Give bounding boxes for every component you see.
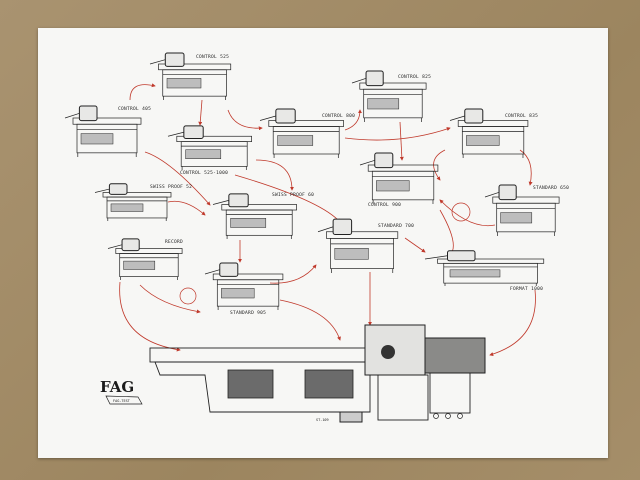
flow-arrow <box>344 127 451 141</box>
machine-label: FORMAT 1000 <box>510 286 543 292</box>
machine-label: STANDARD 700 <box>378 223 414 229</box>
flow-arrow <box>227 109 263 131</box>
machine-7: CONTROL 900 <box>359 152 439 208</box>
flow-arrow <box>269 264 317 284</box>
flow-arrow <box>489 289 536 356</box>
machine-2: CONTROL 405 <box>64 105 151 157</box>
logo-tag <box>105 395 143 405</box>
machine-label: CONTROL 800 <box>322 113 355 119</box>
machine-label: CONTROL 835 <box>505 113 538 119</box>
flow-arrow <box>519 149 533 186</box>
machine-3: CONTROL 525-1000 <box>167 125 252 176</box>
flow-arrow <box>404 237 426 253</box>
machine-12: STANDARD 905 <box>204 262 284 316</box>
arrow-loop <box>451 202 471 222</box>
model-number: ST-109 <box>316 418 329 422</box>
machine-label: RECORD <box>165 239 183 245</box>
flow-arrow <box>279 299 341 341</box>
logo-text: FAG <box>100 378 134 396</box>
flow-arrow <box>234 174 341 223</box>
arrows-layer <box>119 83 536 356</box>
machine-14: FORMAT 1000 <box>424 250 545 292</box>
machine-11: RECORD <box>107 238 183 280</box>
flow-arrow <box>144 151 211 206</box>
machine-13: STANDARD 700 <box>317 218 414 273</box>
machine-label: STANDARD 905 <box>230 310 266 316</box>
flow-arrow <box>439 199 496 227</box>
flow-arrow <box>129 83 156 101</box>
machine-label: CONTROL 825 <box>398 74 431 80</box>
machine-9: SWISS PROOF 52 <box>94 183 192 221</box>
machine-label: CONTROL 900 <box>368 202 401 208</box>
flow-arrow <box>439 209 454 256</box>
machine-label: SWISS PROOF 60 <box>272 192 314 198</box>
arrow-loop <box>179 287 197 305</box>
machine-5: CONTROL 825 <box>351 70 431 122</box>
fag-logo: FAG FAG-TEST <box>100 378 143 405</box>
machine-1: CONTROL 525 <box>149 52 232 100</box>
machine-4: CONTROL 800 <box>259 108 355 158</box>
logo-subtitle: FAG-TEST <box>113 399 131 403</box>
machine-label: SWISS PROOF 52 <box>150 184 192 190</box>
flow-arrow <box>433 149 446 181</box>
flow-arrow <box>167 200 206 216</box>
machine-label: STANDARD 650 <box>533 185 569 191</box>
flow-arrow <box>198 99 203 126</box>
flow-arrow <box>119 281 181 352</box>
machine-label: CONTROL 525 <box>196 54 229 60</box>
flow-arrow <box>139 284 201 314</box>
main-press-drawing <box>149 324 486 423</box>
machine-label: CONTROL 525-1000 <box>180 170 228 176</box>
flow-arrow <box>399 121 404 161</box>
flow-arrow <box>255 159 294 191</box>
machine-8: STANDARD 650 <box>484 184 569 236</box>
flow-arrow <box>344 109 362 131</box>
machine-6: CONTROL 835 <box>449 108 538 158</box>
machine-10: SWISS PROOF 60 <box>212 192 314 239</box>
machine-label: CONTROL 405 <box>118 106 151 112</box>
